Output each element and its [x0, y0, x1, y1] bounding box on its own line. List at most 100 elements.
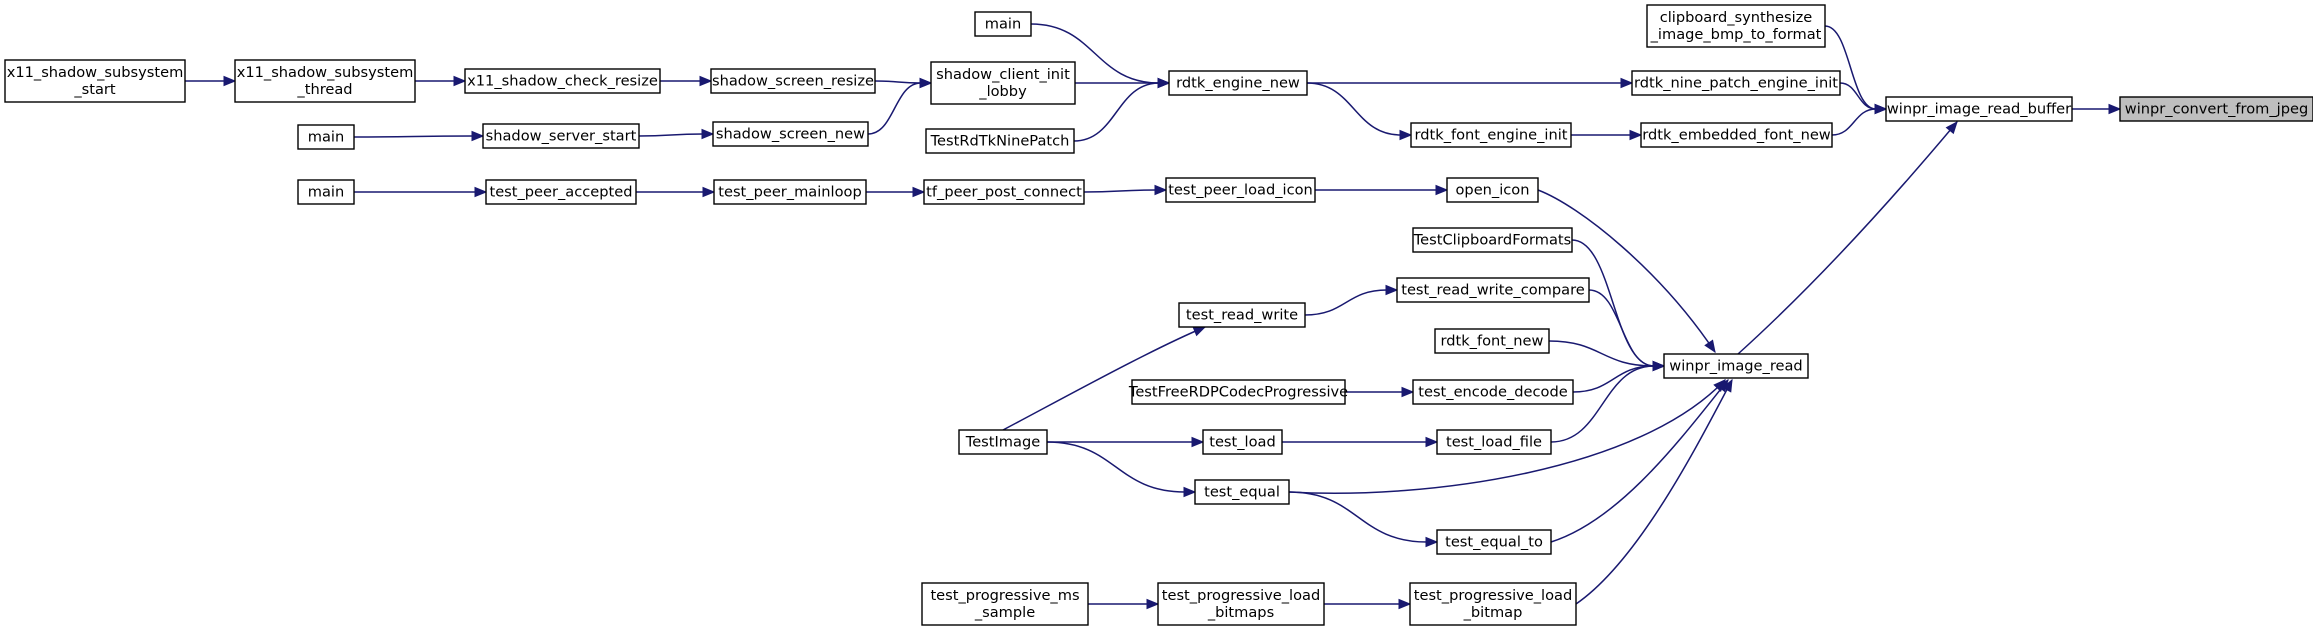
node-box	[2119, 96, 2313, 122]
nodes-layer: winpr_convert_from_jpegwinpr_image_read_…	[4, 4, 2313, 626]
arrowhead	[1704, 339, 1716, 354]
node-main3[interactable]: main	[297, 179, 355, 205]
node-label: rdtk_engine_new	[1176, 75, 1300, 92]
node-prog-load-bitmaps[interactable]: test_progressive_load_bitmaps	[1157, 582, 1325, 626]
node-box	[1410, 122, 1572, 148]
node-read-write[interactable]: test_read_write	[1178, 302, 1306, 328]
node-font-new[interactable]: rdtk_font_new	[1434, 328, 1550, 354]
node-equal-to[interactable]: test_equal_to	[1436, 529, 1552, 555]
node-label: TestClipboardFormats	[1413, 232, 1571, 249]
node-box	[1436, 529, 1552, 555]
node-box	[234, 59, 416, 103]
node-testrdtk[interactable]: TestRdTkNinePatch	[925, 128, 1075, 154]
node-box	[1396, 277, 1590, 303]
node-screen-resize[interactable]: shadow_screen_resize	[710, 68, 876, 94]
node-box	[1409, 582, 1577, 626]
edge-load_file-to-image_read	[1550, 360, 1666, 443]
node-prog-ms-sample[interactable]: test_progressive_ms_sample	[921, 582, 1089, 626]
node-read-buffer[interactable]: winpr_image_read_buffer	[1885, 96, 2073, 122]
node-label: main	[985, 16, 1021, 33]
edge-clip_formats-to-image_read	[1571, 239, 1666, 372]
arrowhead	[1154, 184, 1168, 196]
node-peer-accepted[interactable]: test_peer_accepted	[485, 179, 637, 205]
node-label: _lobby	[978, 83, 1027, 100]
node-box	[1131, 379, 1346, 405]
node-client-init-lobby[interactable]: shadow_client_init_lobby	[930, 61, 1076, 105]
node-box	[1168, 70, 1308, 96]
edge-read_buffer-to-root	[2072, 103, 2122, 115]
node-open-icon[interactable]: open_icon	[1446, 177, 1539, 203]
node-label: x11_shadow_subsystem	[7, 64, 184, 81]
node-nine-patch-init[interactable]: rdtk_nine_patch_engine_init	[1631, 70, 1841, 96]
node-box	[485, 179, 637, 205]
node-label: TestImage	[965, 434, 1040, 451]
node-load-file[interactable]: test_load_file	[1436, 429, 1552, 455]
edge-check_resize-to-screen_resize	[660, 75, 713, 87]
node-peer-mainloop[interactable]: test_peer_mainloop	[713, 179, 867, 205]
node-label: shadow_screen_new	[716, 126, 865, 143]
node-label: test_progressive_load	[1414, 587, 1572, 604]
node-font-engine-init[interactable]: rdtk_font_engine_init	[1410, 122, 1572, 148]
edges-layer	[185, 23, 2122, 610]
arrowhead	[1629, 129, 1643, 141]
node-box	[1434, 328, 1550, 354]
arrowhead	[1945, 120, 1958, 135]
edge-testrdtk-to-engine_new	[1073, 77, 1171, 142]
node-label: test_progressive_ms	[930, 587, 1079, 604]
arrowhead	[912, 186, 926, 198]
node-clip-synth[interactable]: clipboard_synthesize_image_bmp_to_format	[1646, 4, 1826, 48]
arrowhead	[1183, 486, 1197, 498]
node-box	[1885, 96, 2073, 122]
node-post-connect[interactable]: tf_peer_post_connect	[923, 179, 1085, 205]
arrowhead	[1425, 436, 1439, 448]
node-label: clipboard_synthesize	[1660, 9, 1813, 26]
node-check-resize[interactable]: x11_shadow_check_resize	[464, 68, 661, 94]
node-label: main	[308, 129, 344, 146]
node-screen-new[interactable]: shadow_screen_new	[712, 121, 869, 147]
arrowhead	[1398, 598, 1412, 610]
node-peer-load-icon[interactable]: test_peer_load_icon	[1165, 177, 1316, 203]
node-label: TestFreeRDPCodecProgressive	[1128, 384, 1348, 401]
edge-engine_new-to-nine_patch_init	[1307, 77, 1634, 89]
node-encode-decode[interactable]: test_encode_decode	[1412, 379, 1574, 405]
node-codec-prog[interactable]: TestFreeRDPCodecProgressive	[1128, 379, 1348, 405]
node-server-start[interactable]: shadow_server_start	[482, 123, 640, 149]
node-box	[712, 121, 869, 147]
node-box	[713, 179, 867, 205]
node-label: main	[308, 184, 344, 201]
arrowhead	[702, 186, 716, 198]
arrowhead	[471, 130, 485, 142]
node-box	[1194, 479, 1290, 505]
node-test-load[interactable]: test_load	[1202, 429, 1283, 455]
node-label: winpr_convert_from_jpeg	[2125, 101, 2308, 118]
node-main2[interactable]: main	[297, 124, 355, 150]
arrowhead	[1425, 536, 1439, 548]
edge-subsys_thread-to-check_resize	[415, 75, 467, 87]
node-box	[464, 68, 661, 94]
node-main1[interactable]: main	[974, 11, 1032, 37]
node-clip-formats[interactable]: TestClipboardFormats	[1412, 227, 1573, 253]
node-label: shadow_server_start	[486, 128, 637, 145]
node-box	[1631, 70, 1841, 96]
arrowhead	[1620, 77, 1634, 89]
node-subsys-start[interactable]: x11_shadow_subsystem_start	[4, 59, 186, 103]
node-test-equal[interactable]: test_equal	[1194, 479, 1290, 505]
node-engine-new[interactable]: rdtk_engine_new	[1168, 70, 1308, 96]
node-embedded-font-new[interactable]: rdtk_embedded_font_new	[1640, 122, 1833, 148]
node-image-read[interactable]: winpr_image_read	[1663, 353, 1809, 379]
node-subsys-thread[interactable]: x11_shadow_subsystem_thread	[234, 59, 416, 103]
node-root[interactable]: winpr_convert_from_jpeg	[2119, 96, 2313, 122]
edge-codec_prog-to-encode_decode	[1345, 386, 1415, 398]
node-rw-compare[interactable]: test_read_write_compare	[1396, 277, 1590, 303]
node-test-image[interactable]: TestImage	[958, 429, 1048, 455]
node-label: rdtk_nine_patch_engine_init	[1634, 75, 1838, 92]
arrowhead	[474, 186, 488, 198]
node-box	[1412, 379, 1574, 405]
node-box	[1446, 177, 1539, 203]
node-label: rdtk_font_new	[1441, 333, 1544, 350]
edge-read_write-to-rw_compare	[1304, 284, 1399, 316]
arrowhead	[1399, 129, 1413, 141]
node-prog-load-bitmap[interactable]: test_progressive_load_bitmap	[1409, 582, 1577, 626]
edge-server_start-to-screen_new	[638, 128, 715, 140]
